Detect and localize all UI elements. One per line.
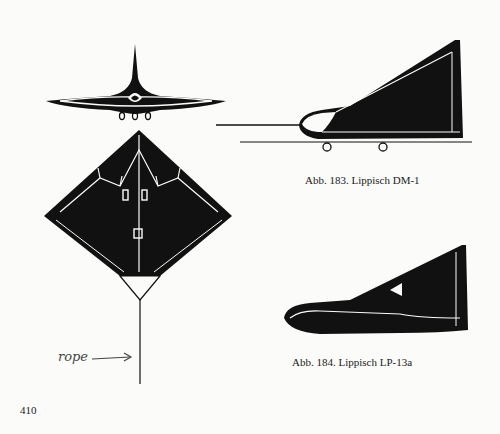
front-view <box>46 44 226 120</box>
handwritten-note: rope <box>58 349 88 365</box>
page-number: 410 <box>20 404 37 417</box>
figure-caption: Abb. 184. Lippisch LP-13a <box>292 356 412 369</box>
side-view-lp13a <box>284 245 468 334</box>
side-view-dm1 <box>216 40 472 151</box>
plan-view <box>44 130 232 384</box>
figure-caption: Abb. 183. Lippisch DM-1 <box>305 174 420 187</box>
